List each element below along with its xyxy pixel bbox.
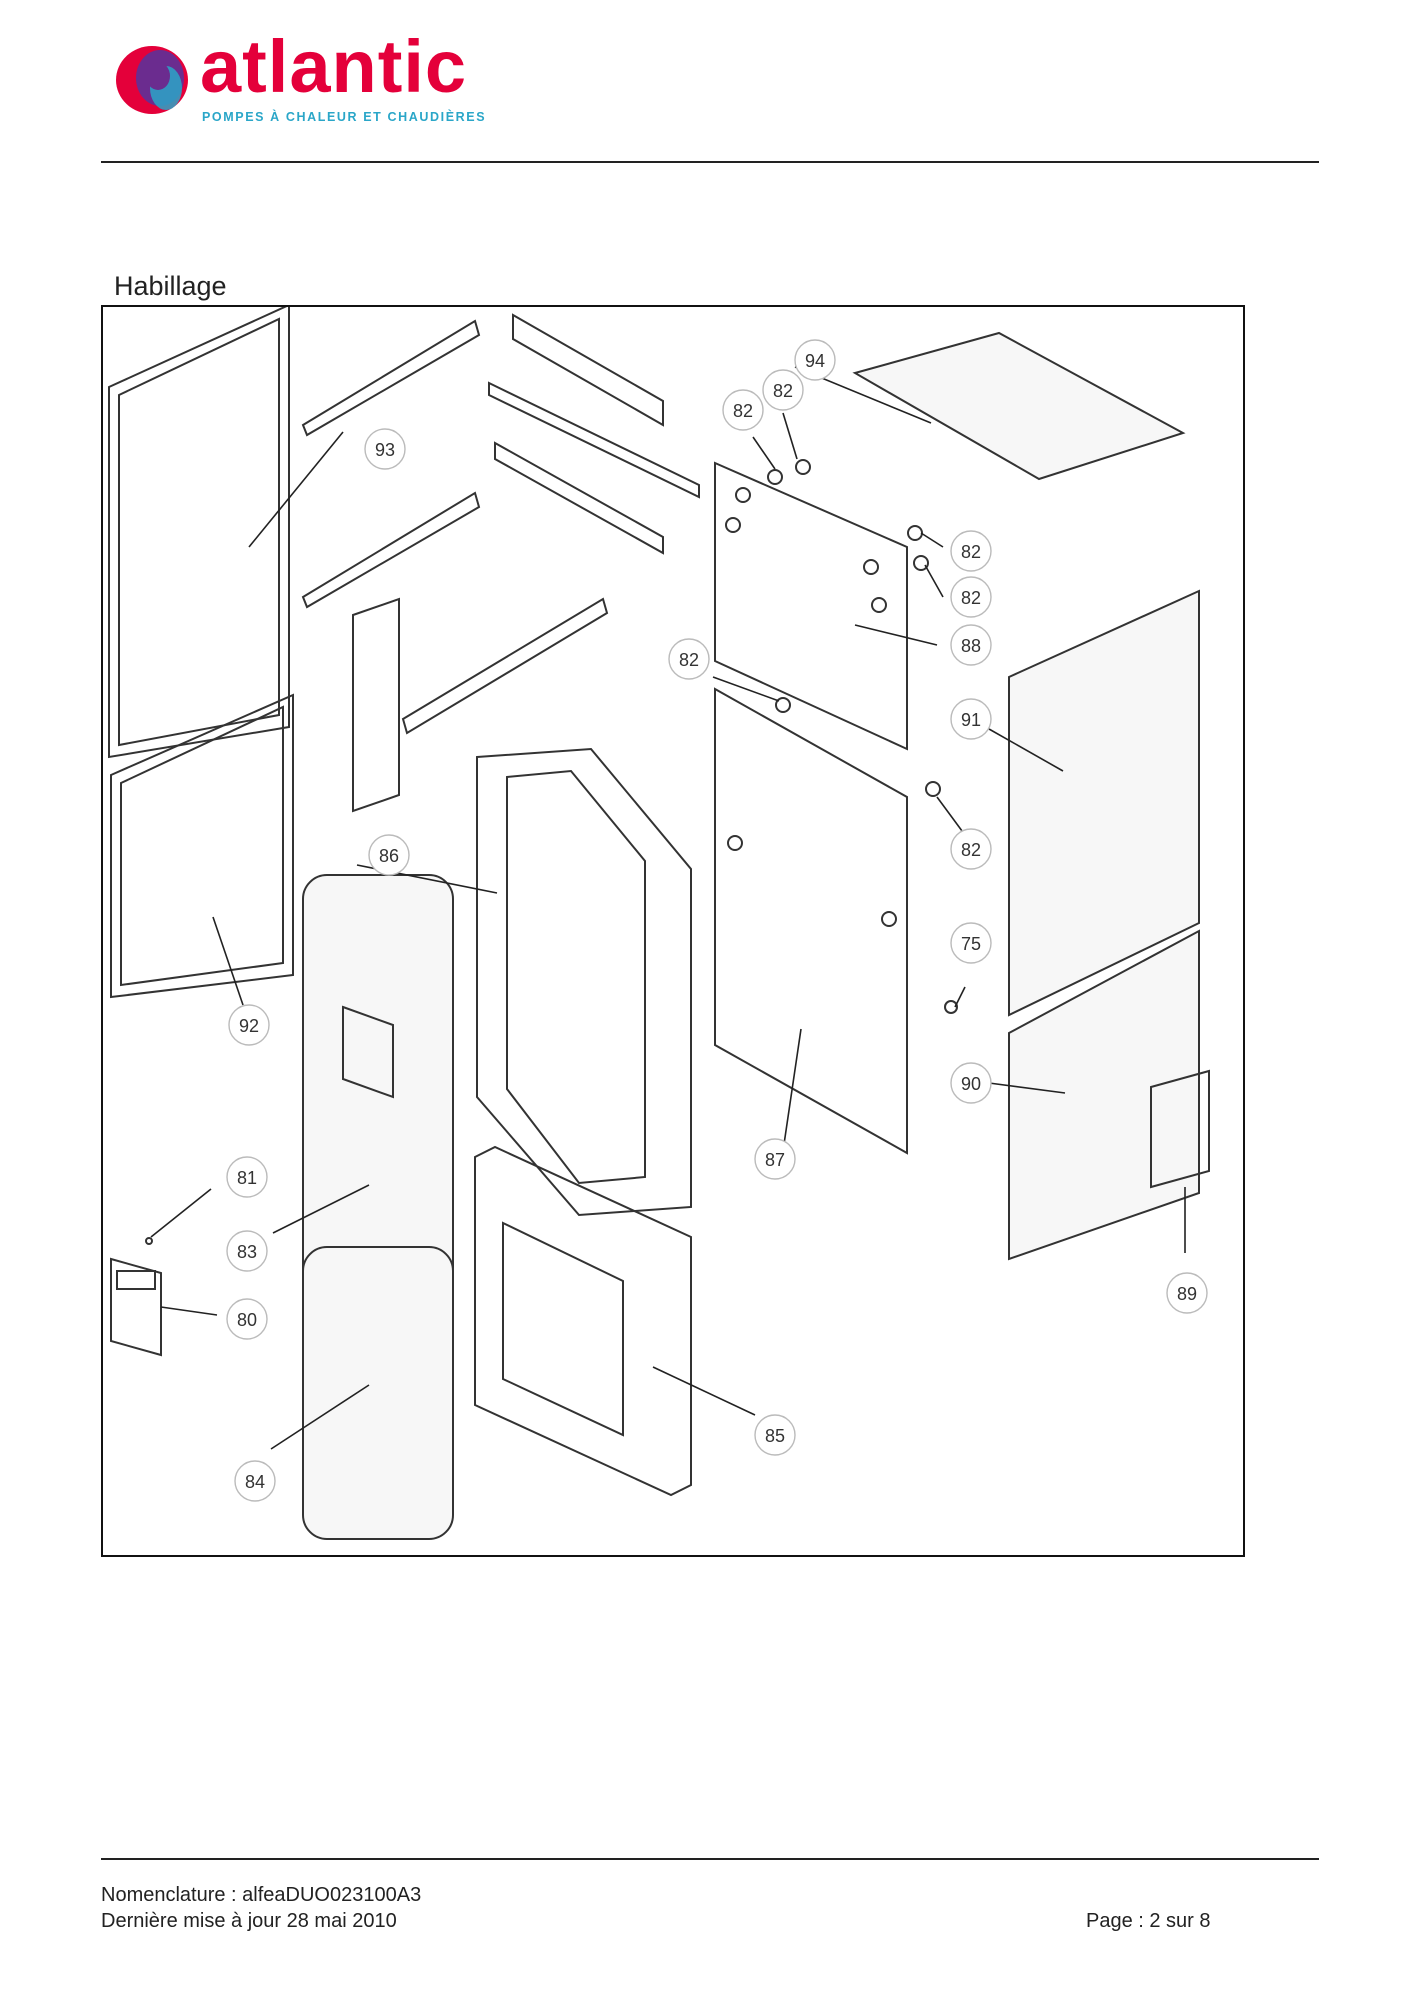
- footer-updated-date: Dernière mise à jour 28 mai 2010: [101, 1910, 397, 1932]
- part-87: [714, 687, 908, 1155]
- part-rail-top: [301, 319, 481, 437]
- logo-tagline: POMPES À CHALEUR ET CHAUDIÈRES: [202, 110, 487, 124]
- callout-82: 82: [950, 530, 992, 572]
- part-85-window: [502, 1221, 624, 1437]
- svg-text:80: 80: [237, 1310, 257, 1330]
- svg-text:91: 91: [961, 710, 981, 730]
- part-89: [1150, 1069, 1210, 1189]
- part-93: [108, 307, 290, 759]
- part-83: [302, 874, 454, 1292]
- callout-82: 82: [950, 576, 992, 618]
- footer-rule: [101, 1858, 1319, 1860]
- svg-text:89: 89: [1177, 1284, 1197, 1304]
- svg-text:82: 82: [961, 588, 981, 608]
- svg-text:85: 85: [765, 1426, 785, 1446]
- callout-89: 89: [1166, 1272, 1208, 1314]
- header-rule: [101, 161, 1319, 163]
- svg-text:93: 93: [375, 440, 395, 460]
- part-93-inner: [118, 317, 280, 747]
- callout-92: 92: [228, 1004, 270, 1046]
- logo-swirl-icon: [116, 46, 188, 114]
- callout-87: 87: [754, 1138, 796, 1180]
- part-back-bracket-2: [488, 381, 700, 499]
- part-84: [302, 1246, 454, 1540]
- svg-text:84: 84: [245, 1472, 265, 1492]
- callout-90: 90: [950, 1062, 992, 1104]
- svg-text:82: 82: [773, 381, 793, 401]
- callout-81: 81: [226, 1156, 268, 1198]
- svg-text:83: 83: [237, 1242, 257, 1262]
- svg-text:86: 86: [379, 846, 399, 866]
- diagram-drawing: 94 82 82 93 82 82 88 82 91 86 82 75 92 9…: [108, 307, 1210, 1540]
- callout-75: 75: [950, 922, 992, 964]
- svg-text:82: 82: [733, 401, 753, 421]
- callout-82: 82: [950, 828, 992, 870]
- part-92: [110, 693, 294, 999]
- footer-page-number: Page : 2 sur 8: [1086, 1910, 1211, 1932]
- callout-82: 82: [722, 389, 764, 431]
- callout-80: 80: [226, 1298, 268, 1340]
- svg-text:87: 87: [765, 1150, 785, 1170]
- callout-82: 82: [668, 638, 710, 680]
- part-88: [714, 461, 908, 751]
- svg-text:88: 88: [961, 636, 981, 656]
- part-94: [852, 331, 1186, 481]
- callout-86: 86: [368, 834, 410, 876]
- part-back-bracket-1: [512, 313, 664, 427]
- svg-text:82: 82: [961, 542, 981, 562]
- svg-text:94: 94: [805, 351, 825, 371]
- brand-logo: atlantic POMPES À CHALEUR ET CHAUDIÈRES: [112, 30, 492, 130]
- callout-83: 83: [226, 1230, 268, 1272]
- footer-nomenclature: Nomenclature : alfeaDUO023100A3: [101, 1884, 422, 1906]
- part-back-bracket-3: [494, 441, 664, 555]
- svg-text:90: 90: [961, 1074, 981, 1094]
- callout-82: 82: [762, 369, 804, 411]
- part-80: [110, 1257, 162, 1357]
- part-86-inner: [506, 769, 646, 1185]
- svg-text:81: 81: [237, 1168, 257, 1188]
- exploded-diagram: 94 82 82 93 82 82 88 82 91 86 82 75 92 9…: [101, 305, 1245, 1557]
- part-92-inner: [120, 705, 284, 987]
- logo-wordmark: atlantic: [200, 25, 468, 108]
- svg-text:82: 82: [679, 650, 699, 670]
- callout-88: 88: [950, 624, 992, 666]
- callout-84: 84: [234, 1460, 276, 1502]
- svg-text:92: 92: [239, 1016, 259, 1036]
- part-85: [474, 1145, 692, 1497]
- callout-91: 91: [950, 698, 992, 740]
- part-86: [476, 747, 692, 1217]
- part-83-window: [342, 1005, 394, 1099]
- svg-text:75: 75: [961, 934, 981, 954]
- part-rail-mid: [301, 491, 481, 609]
- callout-85: 85: [754, 1414, 796, 1456]
- part-91: [1008, 589, 1200, 1017]
- svg-text:82: 82: [961, 840, 981, 860]
- callout-93: 93: [364, 428, 406, 470]
- part-bracket-left: [352, 597, 400, 813]
- section-title: Habillage: [114, 271, 227, 301]
- callout-94: 94: [794, 339, 836, 381]
- part-crossbar: [401, 597, 609, 735]
